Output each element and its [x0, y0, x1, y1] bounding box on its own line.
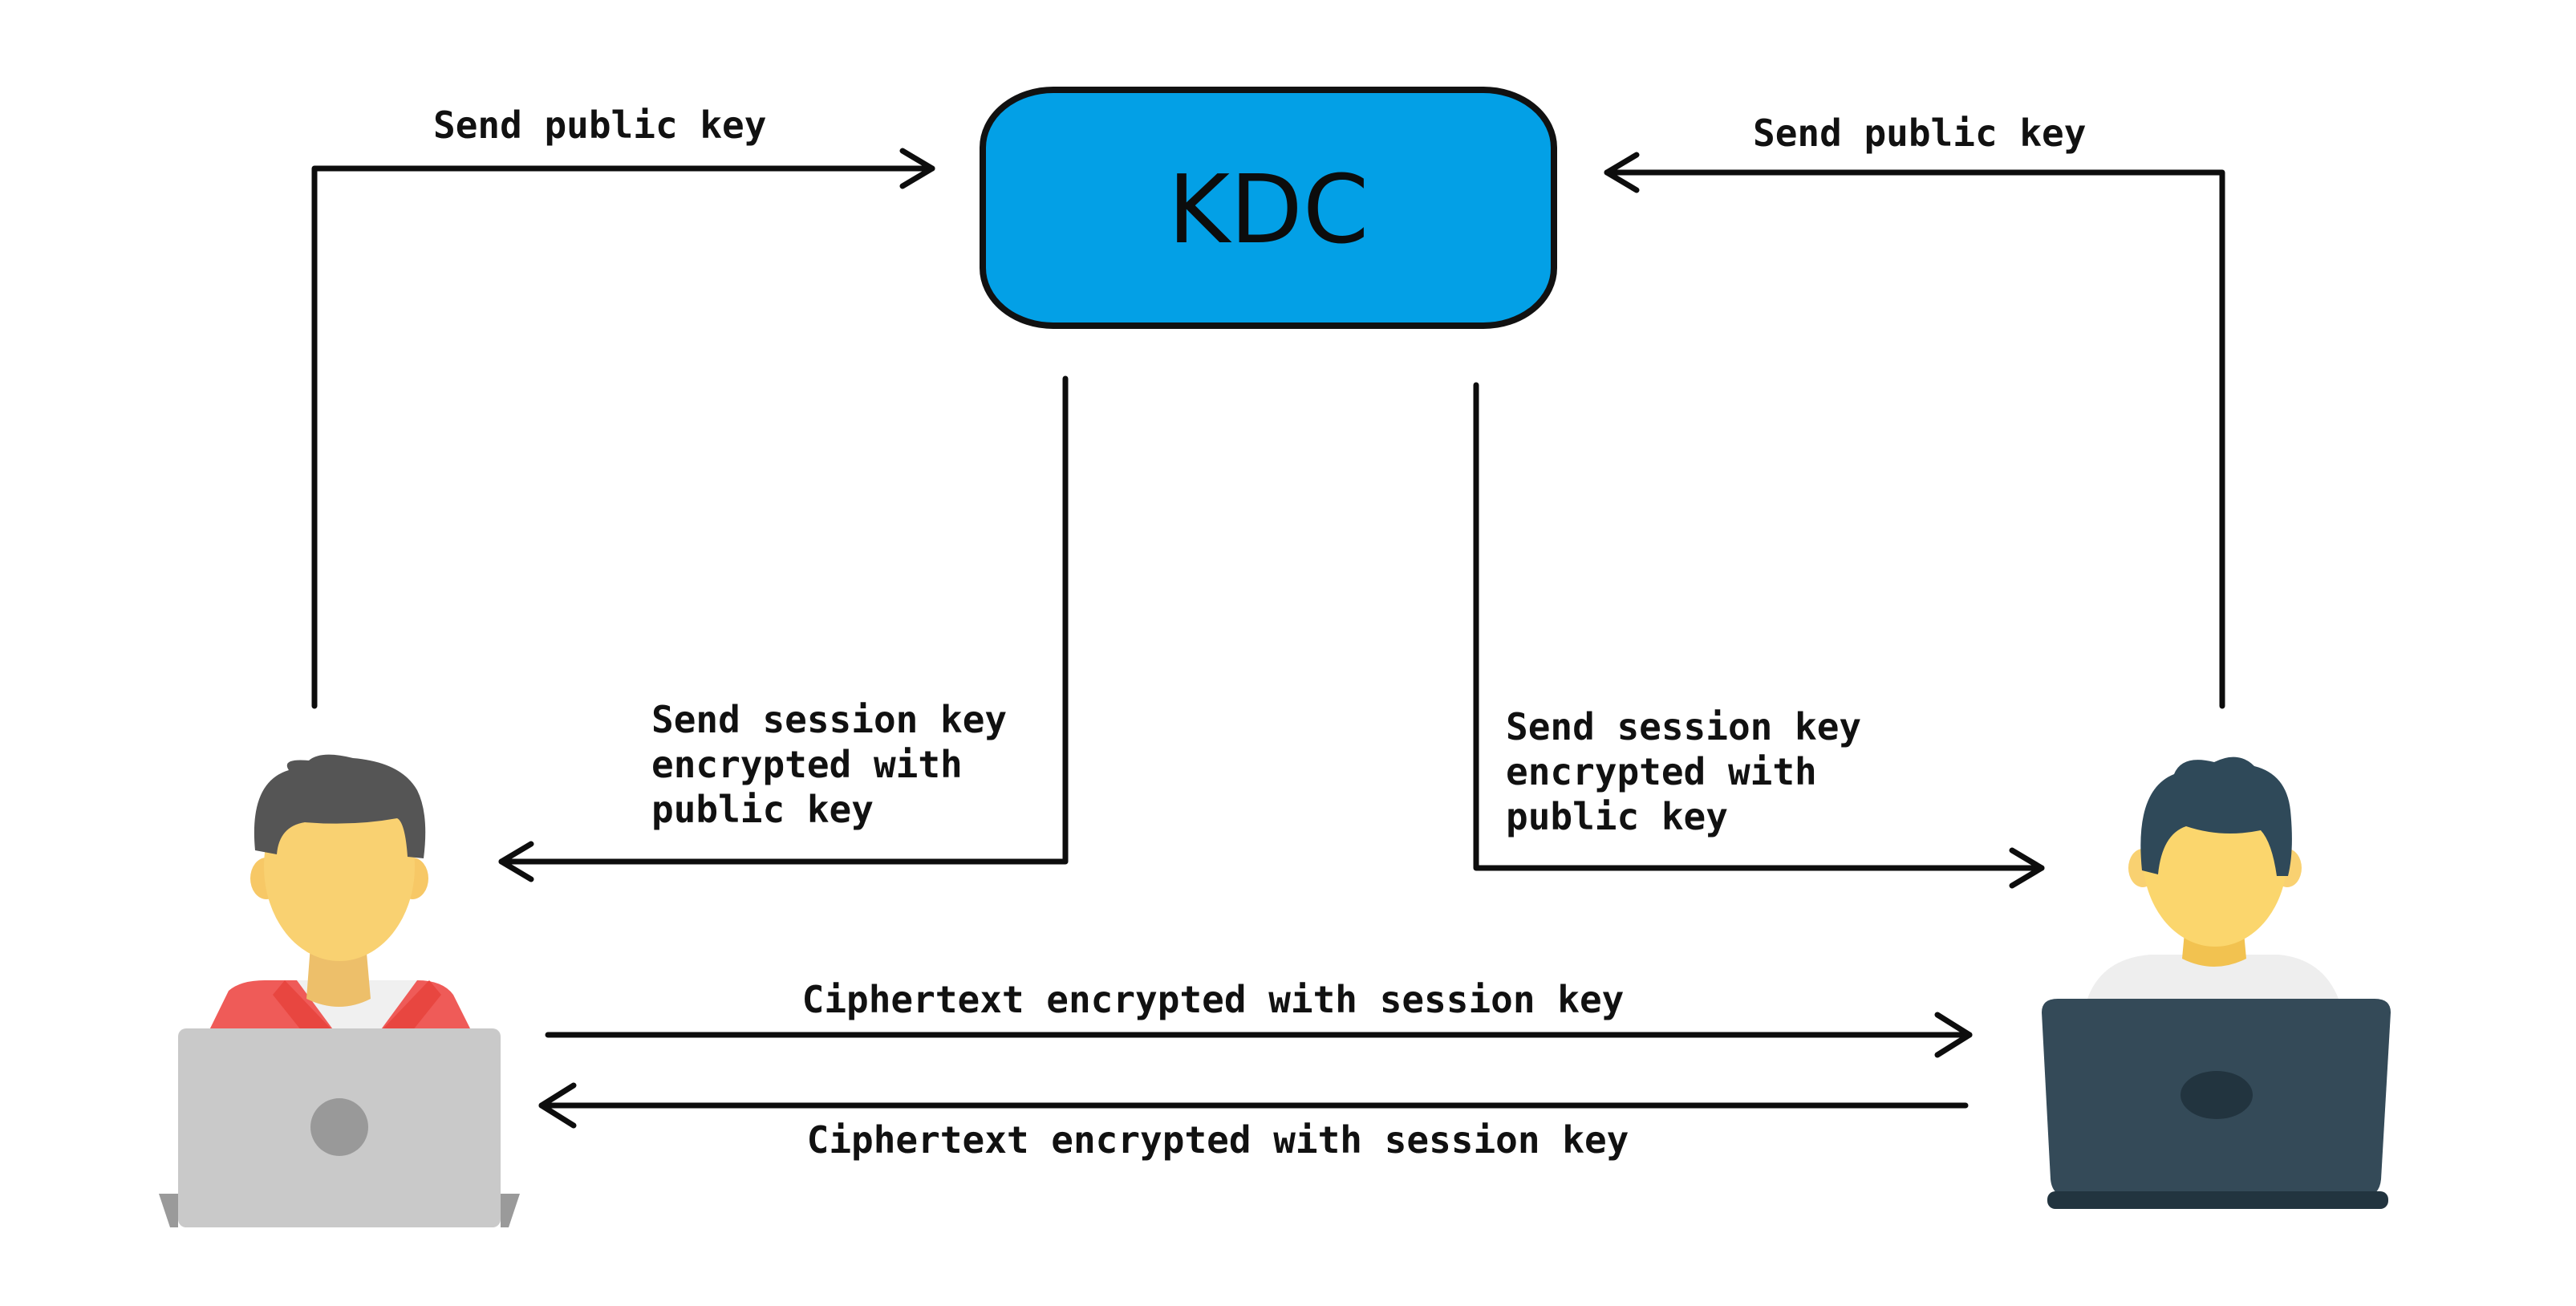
left-session-key-arrowhead [498, 841, 534, 882]
flow-right-public-key: Send public key [1604, 112, 2225, 709]
right-user-hair [2140, 756, 2292, 876]
kdc-label: KDC [1168, 154, 1369, 265]
left-public-key-label: Send public key [433, 103, 766, 147]
right-session-key-label: Send session key encrypted with public k… [1506, 705, 1884, 838]
left-user-lapel-right [377, 980, 441, 1035]
right-public-key-arrowhead [1604, 152, 1640, 193]
ciphertext-to-right-arrowhead [1934, 1012, 1973, 1058]
left-session-key-arrow [498, 375, 1069, 865]
left-session-key-line-1: Send session key [651, 698, 1007, 741]
right-session-key-line-3: public key [1506, 795, 1728, 838]
left-session-key-line-2: encrypted with [651, 743, 963, 786]
right-session-key-line-1: Send session key [1506, 705, 1861, 748]
flow-left-session-key: Send session key encrypted with public k… [498, 375, 1069, 882]
flow-right-session-key: Send session key encrypted with public k… [1473, 382, 2045, 889]
ciphertext-to-left-arrowhead [538, 1082, 577, 1129]
right-user-laptop-logo [2180, 1071, 2253, 1119]
right-user-laptop-base [2047, 1191, 2388, 1209]
ciphertext-to-right-label: Ciphertext encrypted with session key [802, 978, 1625, 1021]
right-user-shirt [2087, 955, 2339, 999]
left-user-hair [254, 754, 426, 858]
right-user-icon [2042, 756, 2391, 1209]
kdc-box [980, 87, 1557, 329]
flow-left-public-key: Send public key [311, 103, 935, 709]
left-public-key-arrowhead [899, 148, 935, 189]
left-public-key-arrow [311, 165, 935, 709]
left-user-icon [159, 754, 520, 1227]
ciphertext-to-left-label: Ciphertext encrypted with session key [807, 1118, 1629, 1162]
left-session-key-label: Send session key encrypted with public k… [651, 698, 1029, 831]
left-user-lapel-left [273, 980, 337, 1035]
flow-ciphertext-to-right: Ciphertext encrypted with session key [545, 978, 1973, 1058]
left-session-key-line-3: public key [651, 788, 874, 831]
right-session-key-arrowhead [2009, 847, 2045, 889]
flow-ciphertext-to-left: Ciphertext encrypted with session key [538, 1082, 1969, 1162]
right-public-key-label: Send public key [1753, 112, 2086, 155]
right-session-key-line-2: encrypted with [1506, 750, 1817, 793]
right-public-key-arrow [1604, 169, 2225, 709]
kdc-node: KDC [980, 87, 1557, 329]
right-session-key-arrow [1473, 382, 2045, 871]
left-user-laptop-logo [310, 1098, 368, 1156]
